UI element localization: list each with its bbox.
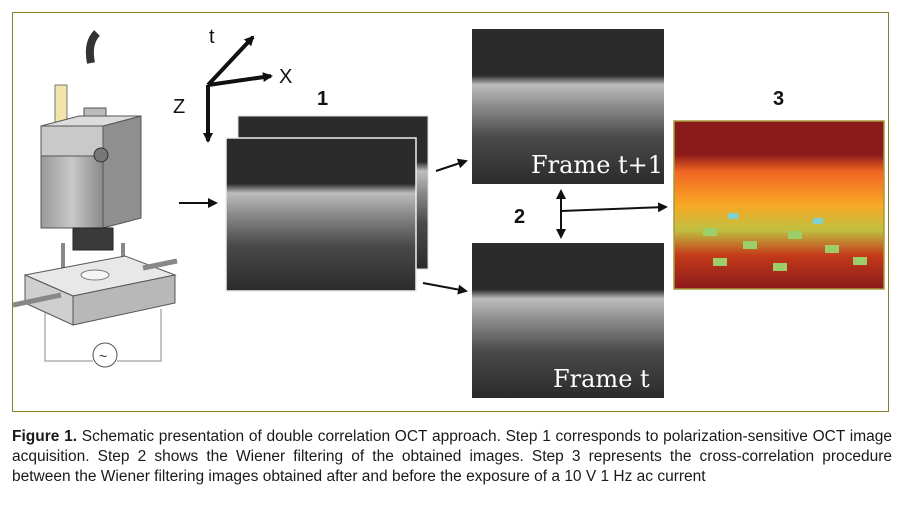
frame-t-plus-1-image: Frame t+1 [472,29,664,184]
oct-image-stack [225,115,429,292]
correlation-heatmap [673,120,885,290]
arrow-to-frame-t [422,282,468,295]
caption-text: Schematic presentation of double correla… [12,428,892,485]
figure-frame: ~ t X Z 1 Frame t+1 F [12,12,889,412]
axis-label-x: X [279,66,292,88]
oct-probe-illustration: ~ [13,30,178,368]
arrow-to-correlation-map [560,202,668,213]
arrow-to-frame-t1 [435,158,468,172]
svg-text:~: ~ [99,348,107,364]
frame-t-label: Frame t [553,365,650,393]
step-2-label: 2 [514,206,525,228]
frame-t-image: Frame t [472,243,664,398]
caption-label: Figure 1. [12,428,78,445]
figure-caption: Figure 1. Schematic presentation of doub… [12,427,892,487]
step-1-label: 1 [317,88,328,110]
axis-label-t: t [209,26,215,48]
step-3-label: 3 [773,88,784,110]
axis-label-z: Z [173,96,185,118]
frame-t-plus-1-label: Frame t+1 [531,151,663,179]
figure-diagram: ~ t X Z 1 Frame t+1 F [13,26,885,398]
coordinate-axes: t X Z [173,26,292,143]
